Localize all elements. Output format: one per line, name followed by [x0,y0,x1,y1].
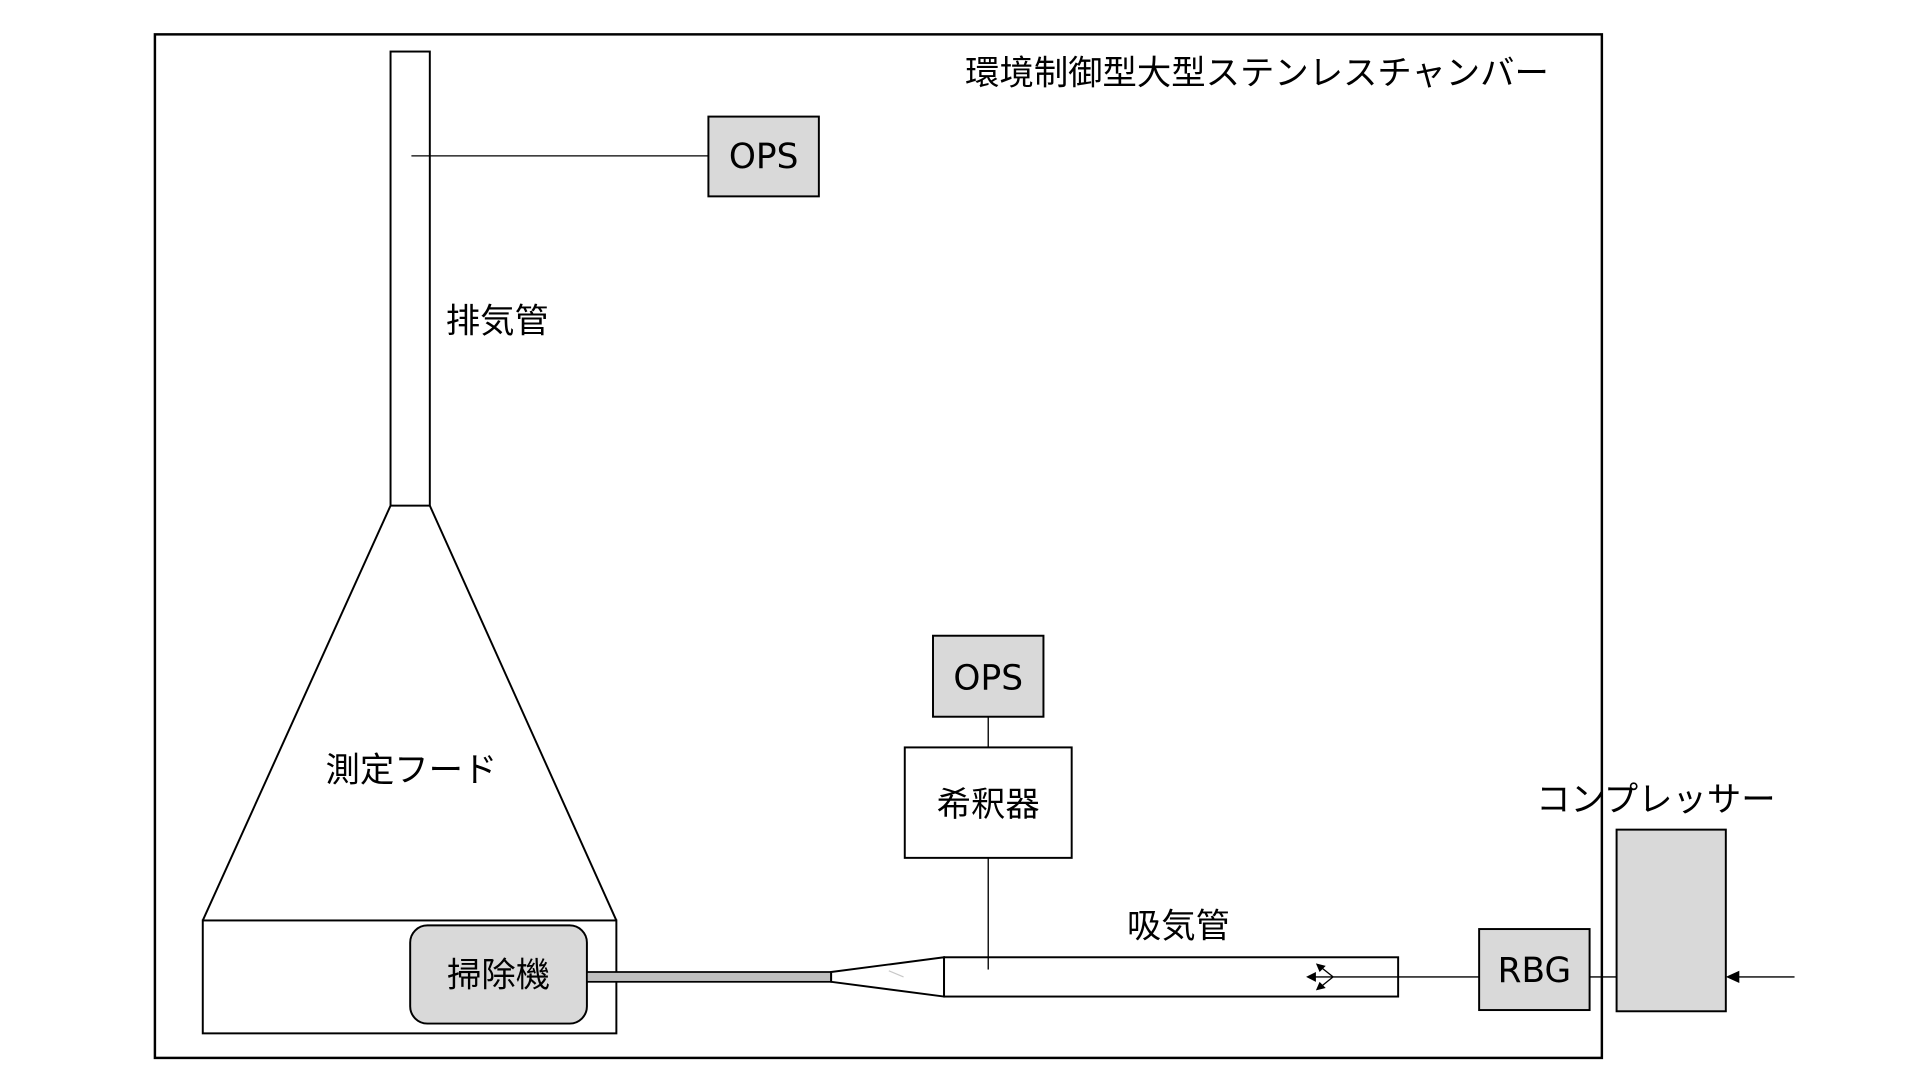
chamber-title: 環境制御型大型ステンレスチャンバー [965,54,1549,94]
hood-right-edge [428,505,618,921]
ops-exhaust-box [707,115,820,198]
ops-dilutor-label: OPS [953,659,1023,699]
compressor-box [1615,828,1727,1013]
dispersion-arrowhead-left [1306,972,1316,982]
exhaust-pipe [389,50,431,507]
nozzle-inner-mark [888,970,904,978]
compressor-label: コンプレッサー [1536,780,1776,820]
hood-left-edge [201,505,392,921]
exhaust-pipe-label: 排気管 [446,302,549,342]
nozzle-cone [830,956,946,998]
rbg-box [1478,928,1591,1012]
cleaner-label: 掃除機 [447,956,550,996]
ops-exhaust-label: OPS [729,137,799,177]
ops-dilutor-box [932,634,1045,718]
intake-pipe-label: 吸気管 [1127,907,1230,947]
hood-label: 測定フード [326,751,498,791]
dispersion-arrows [1306,963,1334,991]
hose [586,971,832,983]
compressor-inlet-arrowhead [1725,970,1740,984]
dilutor-box [903,746,1073,859]
dispersion-arrowhead-down [1315,981,1326,991]
rbg-label: RBG [1498,951,1571,991]
dispersion-arrowhead-up [1315,963,1326,972]
chamber-frame [153,33,1604,1060]
dilutor-label: 希釈器 [937,785,1040,825]
